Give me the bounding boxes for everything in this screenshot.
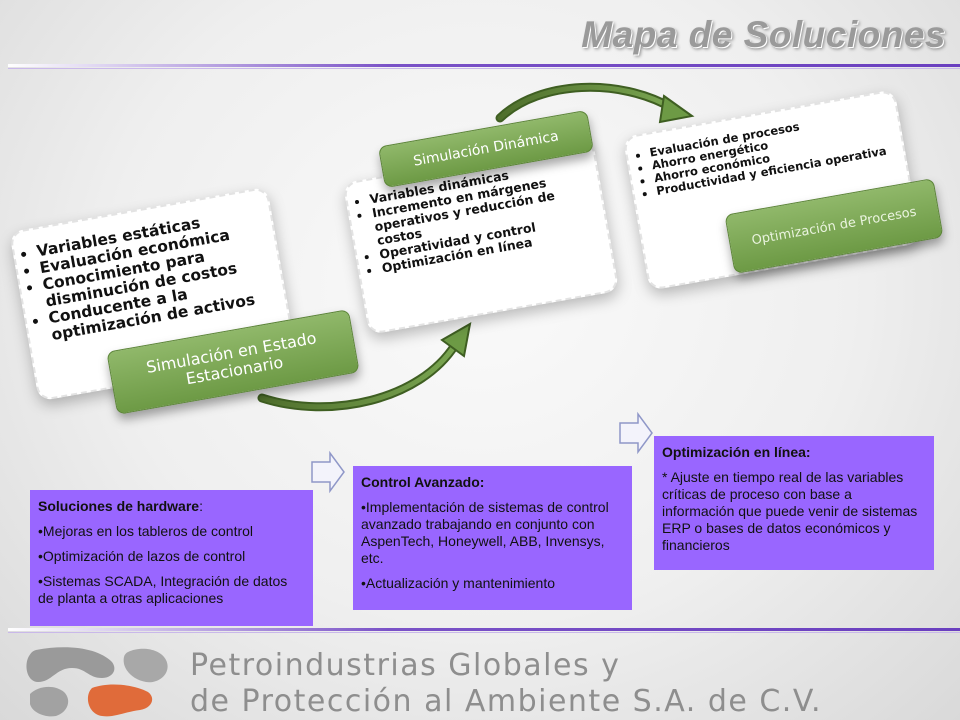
advanced-item: •Implementación de sistemas de control a… xyxy=(361,499,609,566)
online-text: * Ajuste en tiempo real de las variables… xyxy=(662,469,918,553)
advanced-item: •Actualización y mantenimiento xyxy=(361,575,555,591)
arrowhead-2 xyxy=(658,94,695,124)
hardware-heading-colon: : xyxy=(199,498,203,514)
hardware-item: •Optimización de lazos de control xyxy=(38,548,246,564)
online-optimization-box: Optimización en línea: * Ajuste en tiemp… xyxy=(654,436,934,570)
hardware-heading: Soluciones de hardware xyxy=(38,498,200,514)
hardware-item: •Sistemas SCADA, Integración de datos de… xyxy=(38,573,288,606)
hardware-box: Soluciones de hardware: •Mejoras en los … xyxy=(30,490,313,626)
bottom-divider-thin xyxy=(8,632,960,633)
hardware-item: •Mejoras en los tableros de control xyxy=(38,523,254,539)
block-arrow-icon xyxy=(619,411,653,455)
block-arrow-icon xyxy=(311,450,345,494)
arrowhead-1 xyxy=(440,322,472,358)
top-divider xyxy=(8,64,960,67)
page-title: Mapa de Soluciones xyxy=(581,14,946,55)
company-name-line2: de Protección al Ambiente S.A. de C.V. xyxy=(190,684,823,719)
bottom-divider xyxy=(8,628,960,631)
online-heading: Optimización en línea: xyxy=(662,444,811,460)
advanced-control-box: Control Avanzado: •Implementación de sis… xyxy=(353,466,632,610)
company-name-line1: Petroindustrias Globales y xyxy=(190,648,621,683)
top-divider-thin xyxy=(8,68,960,69)
advanced-heading: Control Avanzado: xyxy=(361,474,485,490)
company-name: Petroindustrias Globales y de Protección… xyxy=(190,648,822,720)
